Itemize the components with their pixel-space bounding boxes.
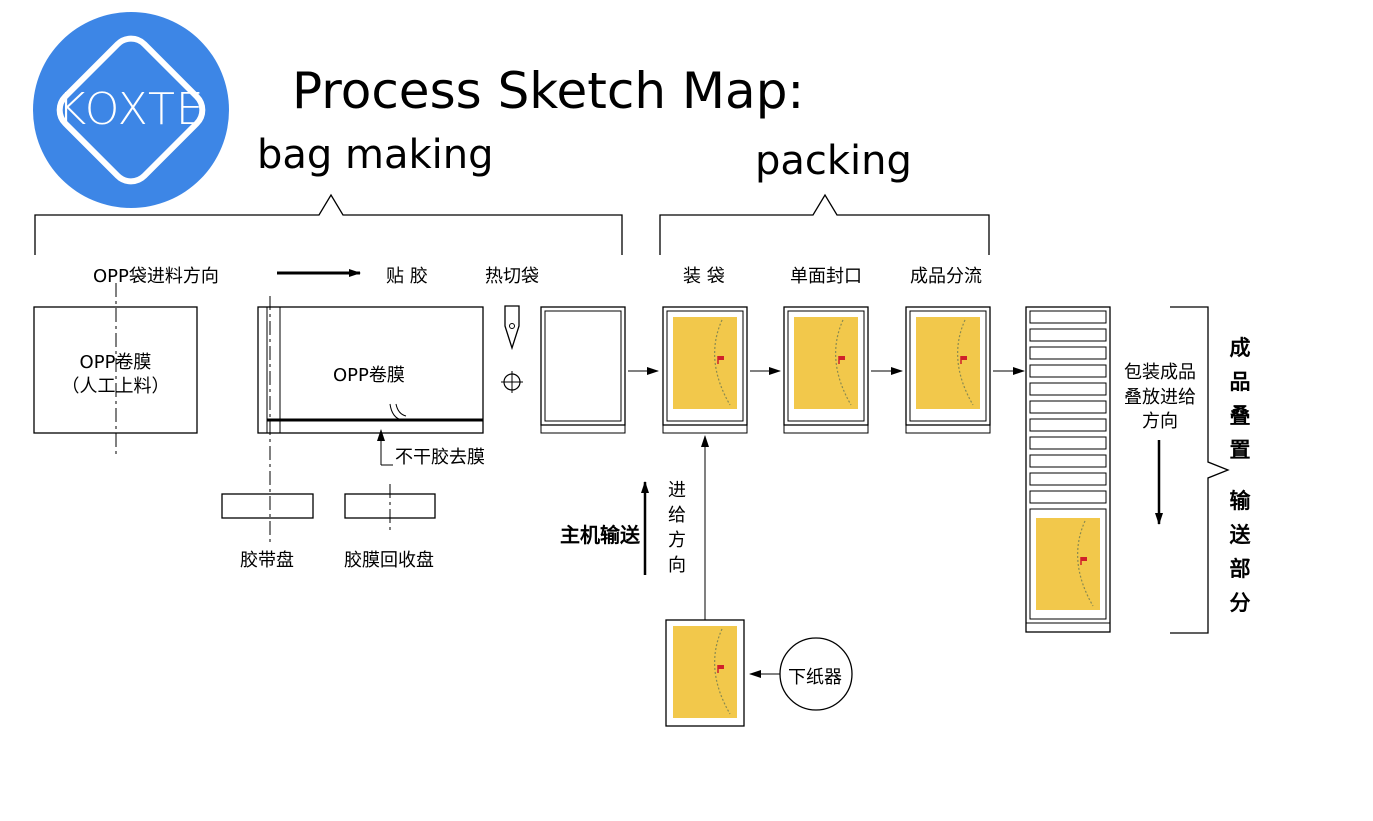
label-opp-roll-1: OPP卷膜 <box>79 352 152 373</box>
section-packing: packing <box>755 138 912 184</box>
packing-brace <box>659 193 990 255</box>
label-stack-feed-line1: 包装成品 <box>1124 362 1196 383</box>
label-opp-roll-2: OPP卷膜 <box>333 365 405 386</box>
label-feed-direction-vertical: 进给方向 <box>668 480 686 576</box>
label-stack-feed-line3: 方向 <box>1142 411 1178 432</box>
bag-making-brace <box>34 193 623 255</box>
paper-card-bottom <box>665 619 745 727</box>
label-heat-cut-bag: 热切袋 <box>485 266 539 287</box>
label-paper-feeder: 下纸器 <box>788 667 842 688</box>
right-brace <box>1170 306 1230 634</box>
empty-bag-frame <box>540 306 626 426</box>
page-title: Process Sketch Map: <box>292 62 805 120</box>
label-nonstick-film: 不干胶去膜 <box>395 447 485 468</box>
logo-text: KOXTE <box>57 84 205 135</box>
koxte-logo: KOXTE <box>33 12 229 208</box>
label-bagging: 装 袋 <box>683 266 725 287</box>
label-film-recycle-reel: 胶膜回收盘 <box>344 550 434 571</box>
label-opp-feed-direction: OPP袋进料方向 <box>93 266 219 287</box>
label-main-conveyor: 主机输送 <box>560 523 640 547</box>
label-opp-roll-1-manual: （人工上料） <box>61 376 170 397</box>
cutter-blade-icon <box>504 305 520 351</box>
section-bag-making: bag making <box>257 132 494 178</box>
opp-roll-2-box <box>257 306 484 434</box>
tape-reel-box <box>221 493 314 519</box>
label-stacking-section: 成品叠置 <box>1229 336 1251 462</box>
station-bagging <box>662 306 748 434</box>
station-single-seal <box>783 306 869 434</box>
label-product-split: 成品分流 <box>910 266 982 287</box>
product-stack <box>1025 306 1111 633</box>
label-conveying-section: 输送部分 <box>1229 489 1251 615</box>
label-tape-reel: 胶带盘 <box>240 550 294 571</box>
station-product-split <box>905 306 991 434</box>
label-single-seal: 单面封口 <box>790 266 862 287</box>
label-stack-feed-line2: 叠放进给 <box>1124 387 1196 408</box>
label-glue: 贴 胶 <box>386 266 428 287</box>
